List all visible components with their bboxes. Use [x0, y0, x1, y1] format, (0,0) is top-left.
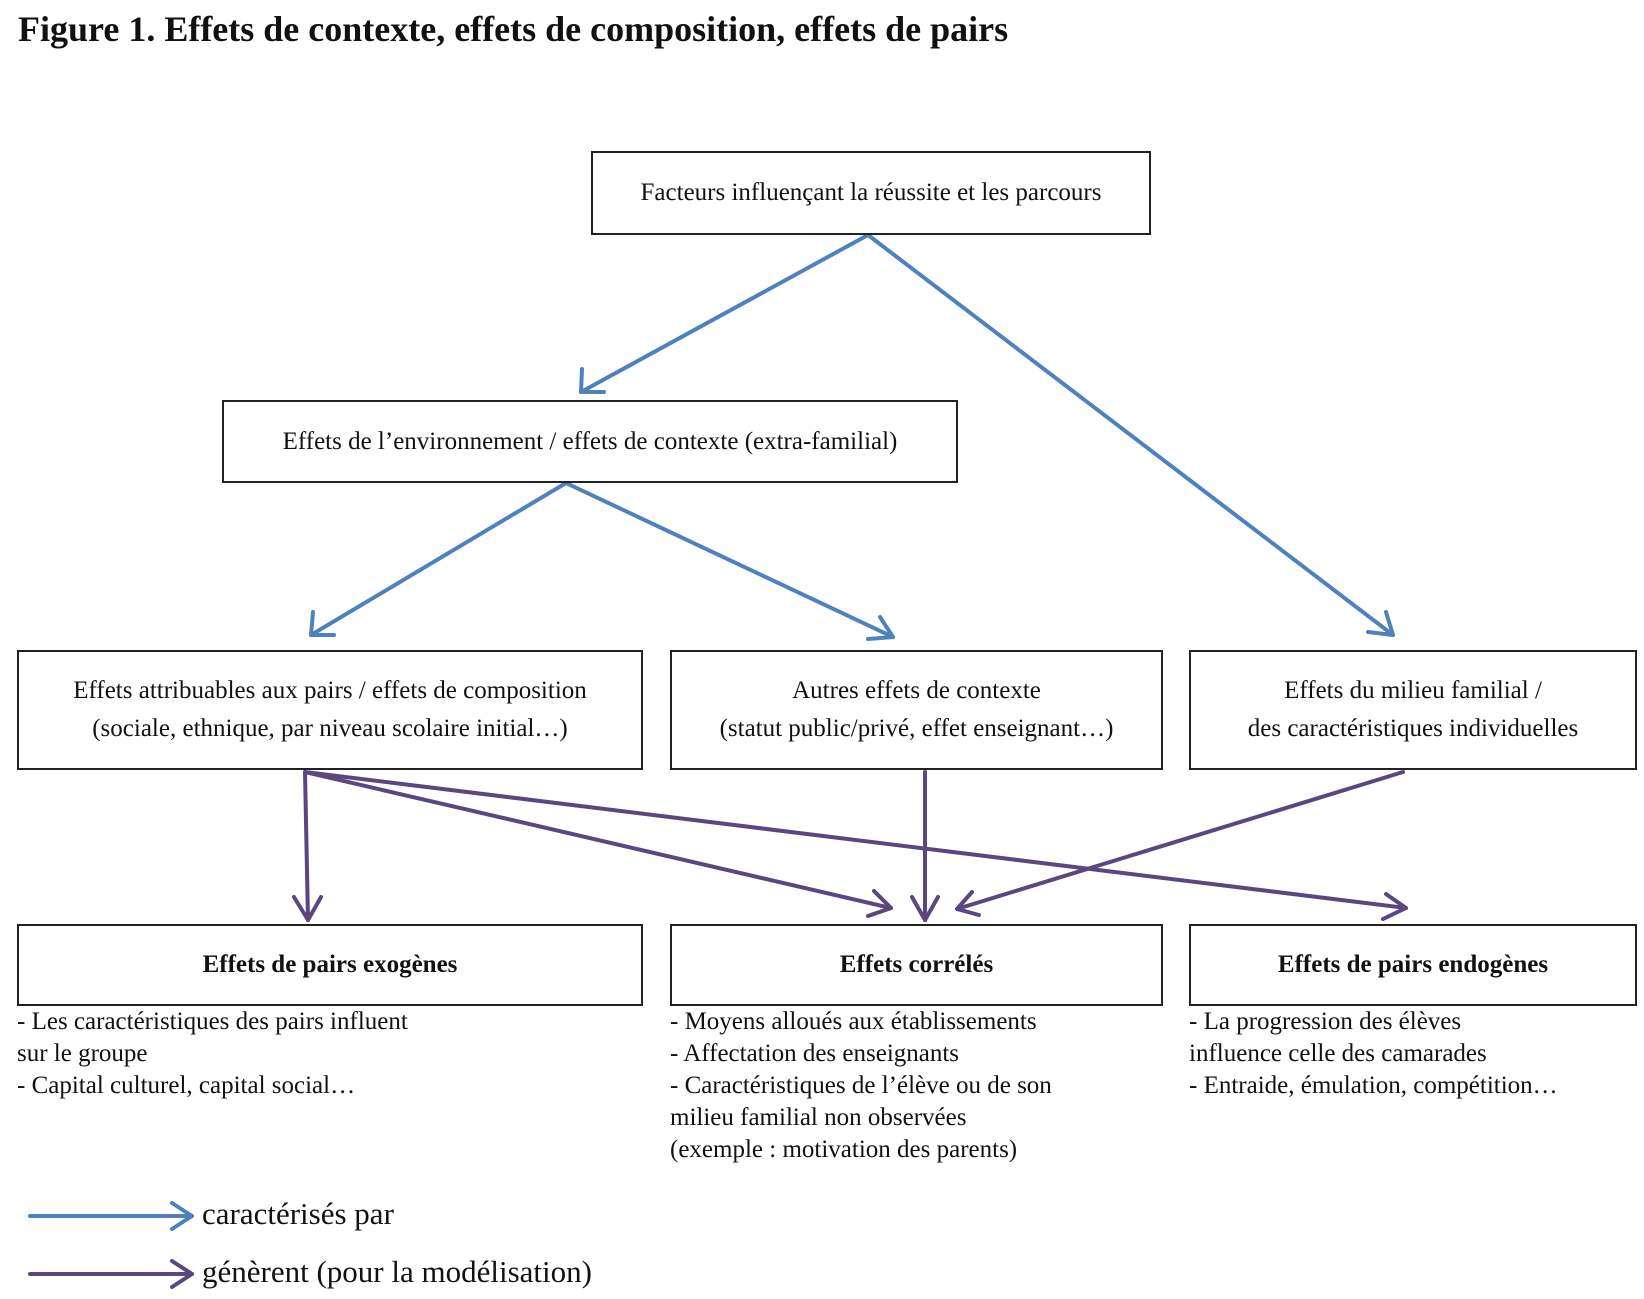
arrow-peers-to-corr — [303, 770, 893, 918]
legend-arrow-characterized — [28, 1201, 194, 1231]
arrow-peers-to-exo — [292, 770, 323, 922]
node-env: Effets de l’environnement / effets de co… — [222, 400, 958, 483]
node-peers-line-2: (sociale, ethnique, par niveau scolaire … — [92, 715, 568, 742]
arrow-env-to-other — [564, 481, 895, 641]
generate-arrows — [292, 770, 1408, 922]
legend-characterized-label: caractérisés par — [202, 1196, 394, 1231]
node-endo-label: Effets de pairs endogènes — [1277, 951, 1549, 978]
exo-desc-line-3: - Capital culturel, capital social… — [17, 1072, 356, 1099]
exo-desc-line-2: sur le groupe — [17, 1040, 148, 1067]
legend-arrow-generate — [28, 1259, 194, 1289]
legend-arrows — [28, 1201, 194, 1289]
endo-desc-line-1: - La progression des élèves — [1189, 1008, 1462, 1035]
arrow-other-to-corr — [910, 770, 940, 922]
arrow-peers-to-endo — [303, 770, 1408, 921]
arrow-family-to-corr — [955, 770, 1405, 917]
corr-desc-line-3: - Caractéristiques de l’élève ou de son — [670, 1072, 1052, 1099]
arrow-env-to-peers — [309, 481, 568, 637]
corr-desc-line-5: (exemple : motivation des parents) — [670, 1136, 1018, 1163]
node-exo: Effets de pairs exogènes — [17, 924, 643, 1006]
legend-generate-label: génèrent (pour la modélisation) — [202, 1254, 592, 1289]
node-root: Facteurs influençant la réussite et les … — [591, 151, 1151, 235]
arrow-root-to-env — [579, 233, 870, 394]
endo-desc-line-2: influence celle des camarades — [1189, 1040, 1487, 1067]
exo-desc-line-1: - Les caractéristiques des pairs influen… — [17, 1008, 408, 1035]
node-corr-label: Effets corrélés — [839, 951, 994, 978]
corr-description: - Moyens alloués aux établissements - Af… — [670, 1006, 1052, 1166]
node-family-line-2: des caractéristiques individuelles — [1247, 715, 1579, 742]
endo-description: - La progression des élèves influence ce… — [1189, 1006, 1558, 1102]
node-corr: Effets corrélés — [670, 924, 1163, 1006]
node-root-line-1: Facteurs influençant la réussite et les … — [640, 179, 1102, 206]
node-endo: Effets de pairs endogènes — [1189, 924, 1637, 1006]
node-env-line-1: Effets de l’environnement / effets de co… — [282, 427, 898, 455]
node-other: Autres effets de contexte (statut public… — [670, 650, 1163, 770]
exo-description: - Les caractéristiques des pairs influen… — [17, 1006, 408, 1102]
node-exo-label: Effets de pairs exogènes — [202, 951, 458, 978]
characterized-arrows — [309, 233, 1395, 641]
figure-title: Figure 1. Effets de contexte, effets de … — [18, 9, 1009, 49]
node-family: Effets du milieu familial / des caractér… — [1189, 650, 1637, 770]
corr-desc-line-1: - Moyens alloués aux établissements — [670, 1008, 1037, 1035]
corr-desc-line-4: milieu familial non observées — [670, 1104, 967, 1131]
corr-desc-line-2: - Affectation des enseignants — [670, 1040, 960, 1067]
node-other-line-1: Autres effets de contexte — [792, 677, 1041, 704]
endo-desc-line-3: - Entraide, émulation, compétition… — [1189, 1072, 1558, 1099]
node-peers-line-1: Effets attribuables aux pairs / effets d… — [73, 677, 587, 704]
arrow-root-to-family — [866, 233, 1395, 637]
node-peers: Effets attribuables aux pairs / effets d… — [17, 650, 643, 770]
node-other-line-2: (statut public/privé, effet enseignant…) — [719, 715, 1114, 742]
node-family-line-1: Effets du milieu familial / — [1284, 677, 1542, 704]
